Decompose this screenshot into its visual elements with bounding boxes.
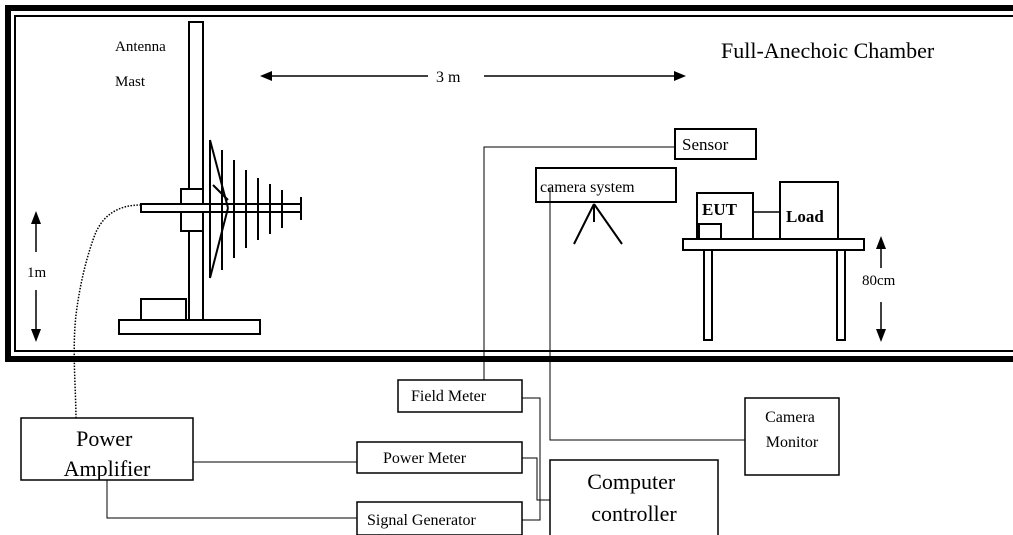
- camera-system-label: camera system: [540, 179, 635, 196]
- field-meter-label: Field Meter: [411, 388, 487, 405]
- distance-arrow: [260, 71, 686, 81]
- eut-box: [696, 192, 754, 240]
- camera-monitor-label: Camera Monitor: [765, 409, 819, 451]
- power-meter-label: Power Meter: [383, 450, 467, 467]
- computer-controller-label: Computer controller: [587, 469, 681, 526]
- sensor-box: [674, 128, 757, 160]
- chamber-title: Full-Anechoic Chamber: [721, 38, 935, 63]
- chamber-walls: [5, 5, 1013, 362]
- signal-generator-box: [356, 501, 523, 535]
- signal-generator-label: Signal Generator: [367, 512, 477, 529]
- sensor-cable: [483, 146, 675, 380]
- load-box: [779, 181, 839, 240]
- camera-monitor-box: [744, 397, 840, 476]
- antenna-height-label: 1m: [27, 265, 47, 281]
- power-amplifier-box: [20, 417, 194, 481]
- eut-small-box: [698, 223, 722, 240]
- field-meter-box: [397, 379, 523, 413]
- power-amplifier-label: Power Amplifier: [64, 426, 151, 481]
- log-periodic-antenna: [140, 139, 302, 279]
- eut-label: EUT: [702, 200, 738, 219]
- antenna-mast: [118, 21, 261, 335]
- camera-tripod: [573, 203, 623, 245]
- table: [682, 238, 865, 341]
- load-label: Load: [786, 207, 824, 226]
- antenna-mast-label: Antenna Mast: [115, 39, 170, 90]
- sensor-label: Sensor: [682, 135, 729, 154]
- table-height-arrow: [876, 236, 886, 342]
- connection-lines: [106, 397, 550, 521]
- camera-cable: [549, 188, 745, 441]
- antenna-height-arrow: [31, 211, 41, 342]
- distance-label: 3 m: [436, 69, 461, 86]
- antenna-cable: [73, 204, 142, 421]
- camera-system-box: [535, 167, 677, 203]
- table-height-label: 80cm: [862, 273, 896, 289]
- computer-controller-box: [549, 459, 719, 535]
